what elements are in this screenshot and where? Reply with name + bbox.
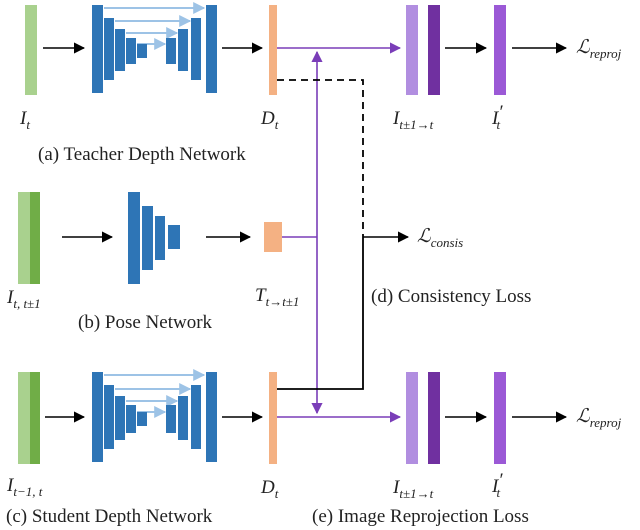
student-warp-block-1: [406, 372, 418, 464]
student-target-label: I′t: [491, 470, 503, 500]
student-enc-4: [126, 405, 136, 433]
student-output-label: Dt: [260, 477, 279, 501]
pose-enc-3: [155, 216, 165, 260]
teacher-enc-5: [137, 44, 147, 58]
teacher-enc-3: [115, 29, 125, 71]
student-warp-label: It±1→t: [392, 477, 434, 501]
student-loss-caption: (e) Image Reprojection Loss: [312, 506, 529, 527]
pose-input-block-1: [18, 192, 30, 284]
teacher-enc-4: [126, 38, 136, 64]
student-enc-5: [137, 412, 147, 426]
connections: ℒconsis (d) Consistency Loss: [277, 50, 531, 415]
teacher-input-label: It: [19, 108, 30, 132]
pose-input-block-2: [30, 192, 40, 284]
teacher-dec-3: [191, 18, 201, 80]
student-dec-4: [206, 372, 217, 462]
teacher-warp-block-1: [406, 5, 418, 95]
pose-enc-2: [142, 206, 153, 270]
student-input-block-2: [30, 372, 40, 464]
student-depth-block: [269, 372, 277, 464]
teacher-target-block: [494, 5, 506, 95]
pose-caption: (b) Pose Network: [78, 312, 213, 333]
student-input-block-1: [18, 372, 30, 464]
teacher-depth-block: [269, 5, 277, 95]
student-enc-2: [104, 385, 114, 449]
student-dec-3: [191, 385, 201, 449]
student-depth-to-consistency: [277, 237, 364, 390]
student-warp-block-2: [428, 372, 440, 464]
consistency-loss-label: ℒconsis: [417, 226, 463, 250]
teacher-dec-1: [166, 38, 176, 64]
student-dec-2: [178, 396, 188, 440]
teacher-warp-block-2: [428, 5, 440, 95]
teacher-enc-2: [104, 18, 114, 80]
student-input-label: It−1, t: [6, 475, 43, 499]
student-branch: It−1, t Dt It±1→t I′t ℒreproj (c) Studen…: [6, 369, 622, 527]
pose-branch: It, t±1 Tt→t±1 (b) Pose Network: [6, 192, 299, 333]
student-dec-1: [166, 405, 176, 433]
teacher-depth-to-consistency: [277, 79, 364, 237]
teacher-input-block: [25, 5, 37, 95]
pose-input-label: It, t±1: [6, 287, 41, 311]
student-target-block: [494, 372, 506, 464]
teacher-loss-label: ℒreproj: [576, 37, 622, 61]
teacher-branch: It Dt It±1→t I′t ℒreproj (a) Teacher Dep…: [19, 2, 622, 165]
student-enc-1: [92, 372, 103, 462]
student-caption: (c) Student Depth Network: [6, 506, 213, 527]
teacher-dec-4: [206, 5, 217, 93]
teacher-target-label: I′t: [491, 102, 503, 132]
student-unet: [92, 369, 217, 462]
teacher-dec-2: [178, 29, 188, 71]
teacher-output-label: Dt: [260, 108, 279, 132]
student-enc-3: [115, 396, 125, 440]
pose-enc-4: [168, 225, 180, 249]
teacher-warp-label: It±1→t: [392, 108, 434, 132]
teacher-enc-1: [92, 5, 103, 93]
teacher-unet: [92, 2, 217, 93]
pose-output-label: Tt→t±1: [255, 285, 299, 309]
pose-encoder: [128, 192, 180, 284]
student-loss-label: ℒreproj: [576, 406, 622, 430]
teacher-caption: (a) Teacher Depth Network: [38, 144, 246, 165]
consistency-caption: (d) Consistency Loss: [371, 286, 531, 307]
pose-transform-block: [264, 222, 282, 252]
pose-enc-1: [128, 192, 140, 284]
